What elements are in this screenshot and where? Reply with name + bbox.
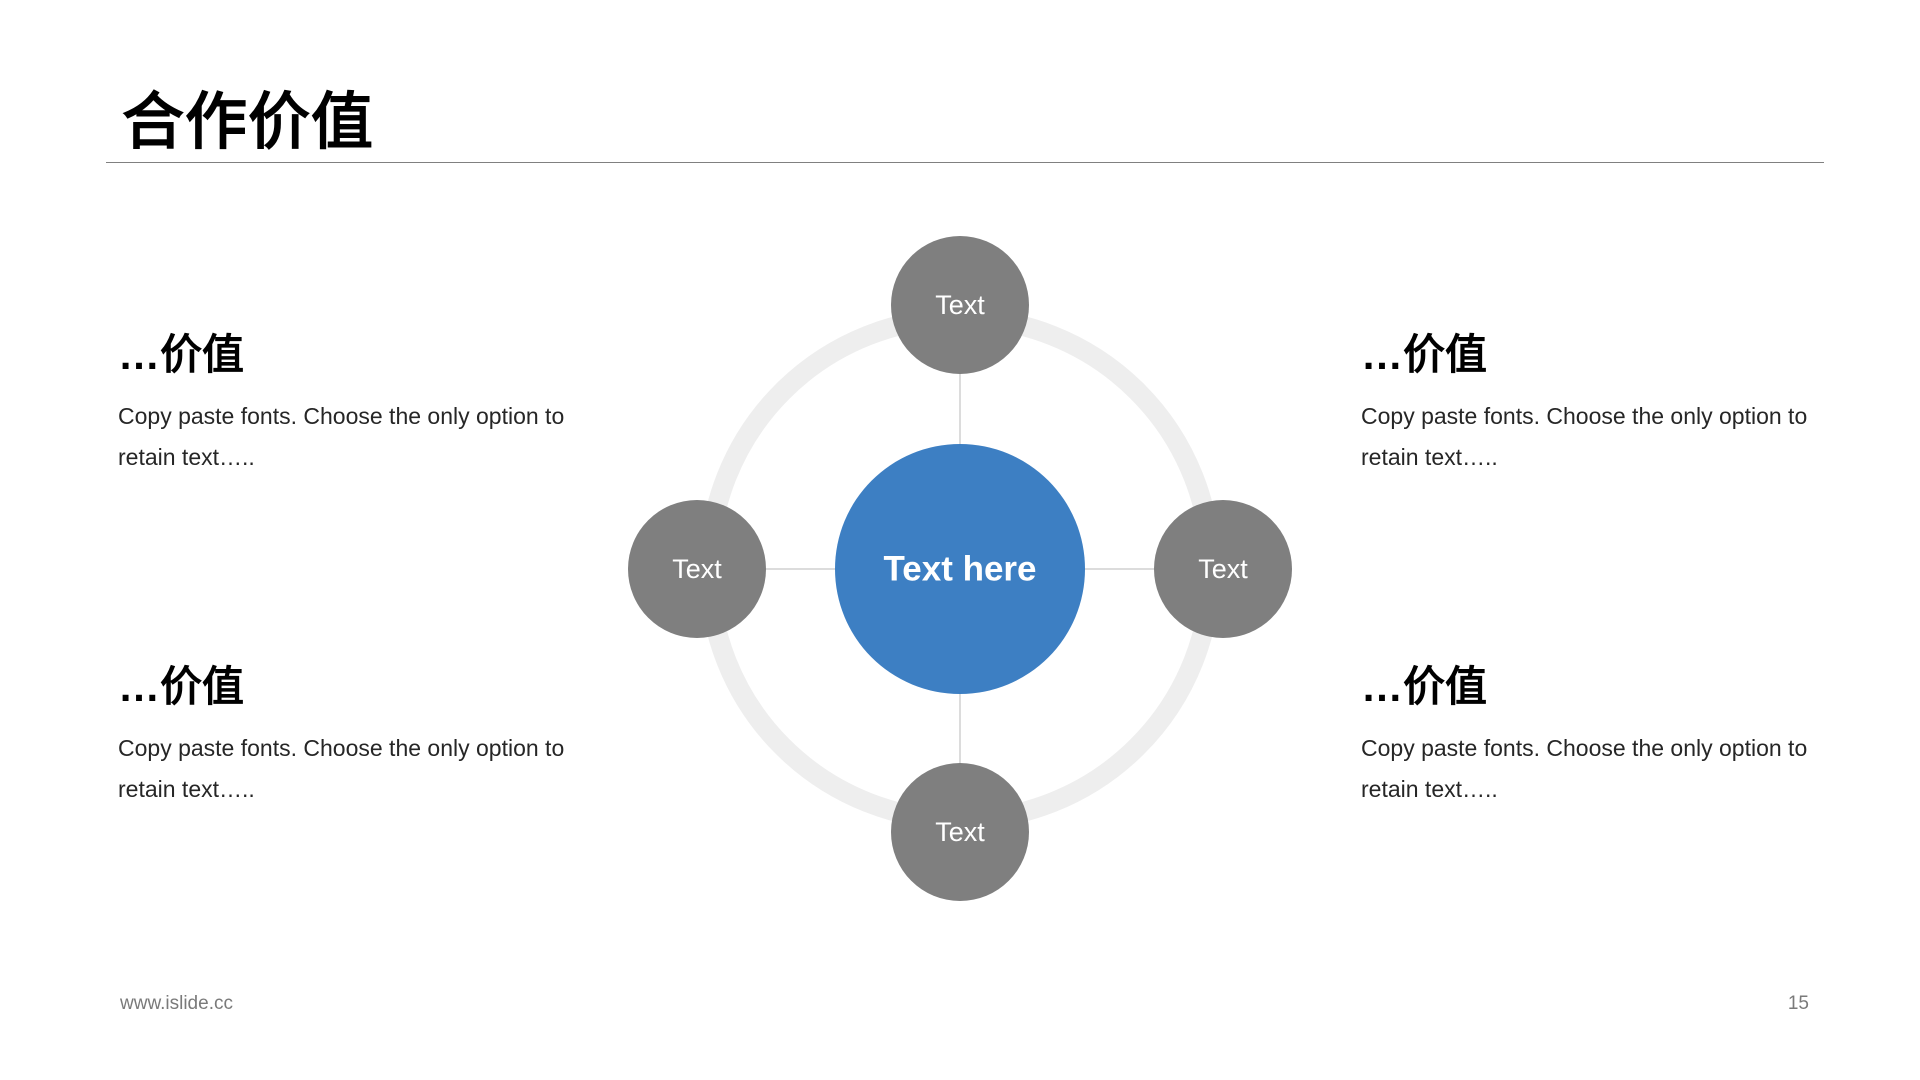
value-heading: …价值	[118, 331, 245, 378]
title-divider	[106, 162, 1824, 163]
node-right-label: Text	[1198, 554, 1248, 584]
center-node-label: Text here	[883, 550, 1036, 589]
footer-website[interactable]: www.islide.cc	[120, 993, 233, 1014]
value-description: Copy paste fonts. Choose the only option…	[1361, 403, 1808, 471]
value-heading: …价值	[118, 663, 245, 710]
node-top-label: Text	[935, 290, 985, 320]
node-bottom	[891, 763, 1029, 901]
node-top	[891, 236, 1029, 374]
value-heading: …价值	[1361, 663, 1488, 710]
value-description: Copy paste fonts. Choose the only option…	[1361, 735, 1808, 803]
center-node	[835, 444, 1085, 694]
page-number: 15	[1787, 993, 1809, 1014]
value-block-bottom-right: …价值 Copy paste fonts. Choose the only op…	[1361, 662, 1821, 810]
value-block-top-left: …价值 Copy paste fonts. Choose the only op…	[118, 330, 578, 478]
node-right	[1154, 500, 1292, 638]
slide-title: 合作价值	[122, 88, 375, 157]
value-description: Copy paste fonts. Choose the only option…	[118, 403, 565, 471]
node-left	[628, 500, 766, 638]
value-description: Copy paste fonts. Choose the only option…	[118, 735, 565, 803]
node-left-label: Text	[672, 554, 722, 584]
value-heading: …价值	[1361, 331, 1488, 378]
value-block-top-right: …价值 Copy paste fonts. Choose the only op…	[1361, 330, 1821, 478]
node-bottom-label: Text	[935, 817, 985, 847]
value-block-bottom-left: …价值 Copy paste fonts. Choose the only op…	[118, 662, 578, 810]
